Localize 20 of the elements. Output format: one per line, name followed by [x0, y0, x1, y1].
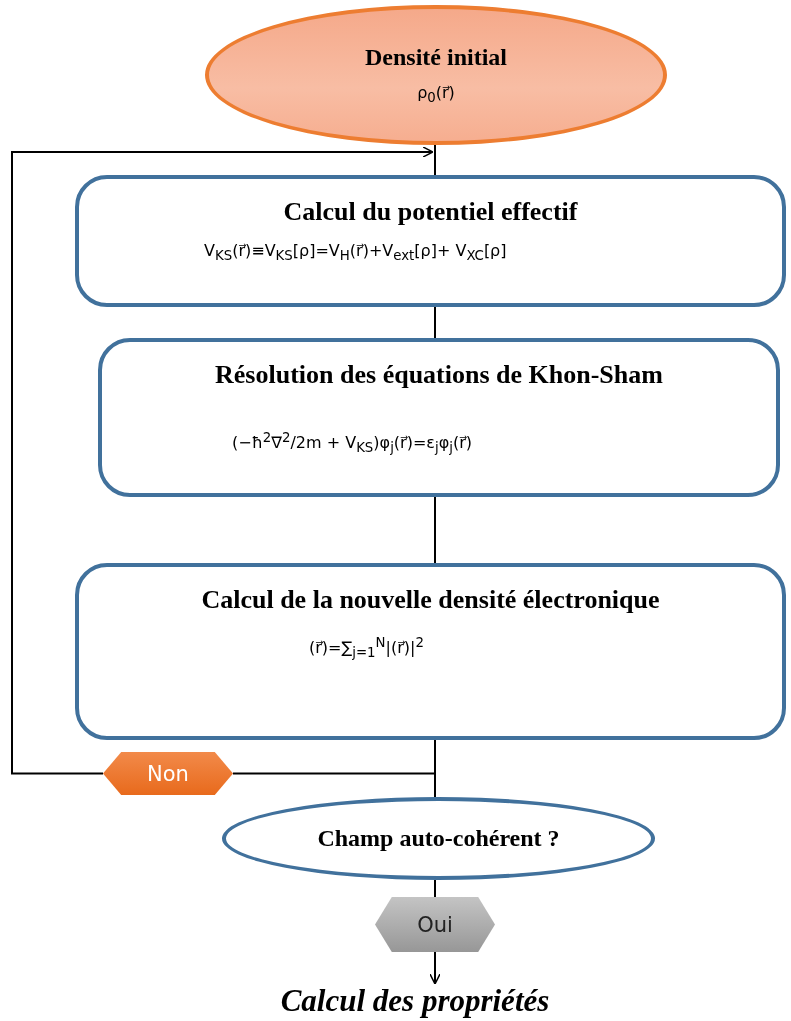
connector-line — [232, 772, 436, 798]
formula: (−ħ$^{2}$∇$^{2}$/2m + V$_{KS}$)φ$_{j}$(r⃗)=ε$_{j}$φ$_{j}$(r⃗) — [232, 430, 472, 456]
process-box — [75, 175, 786, 307]
node-heading: Densité initial — [365, 44, 507, 72]
arrow — [11, 146, 434, 775]
process-box — [75, 563, 786, 740]
node-heading: Calcul de la nouvelle densité électronique — [201, 585, 660, 615]
node-heading: Résolution des équations de Khon-Sham — [215, 360, 663, 390]
result-text: Calcul des propriétés — [280, 983, 550, 1019]
connector-line — [434, 879, 436, 898]
decision-question: Champ auto-cohérent ? — [317, 825, 560, 852]
connector-line — [434, 496, 436, 564]
connector-line — [434, 144, 436, 176]
process-box — [98, 338, 780, 497]
connector-line — [434, 306, 436, 339]
node-heading: Calcul du potentiel effectif — [283, 197, 578, 227]
arrow — [429, 951, 441, 985]
formula: (r⃗)=∑$_{j=1}$$^{N}$|(r⃗)|$^{2}$ — [309, 635, 424, 661]
formula: V$_{KS}$(r⃗)≡V$_{KS}$[ρ]=V$_{H}$(r⃗)+V$_{ext}$[ρ]+ V$_{XC}$[ρ] — [204, 241, 507, 264]
formula: ρ$_{0}$(r⃗) — [417, 83, 455, 106]
